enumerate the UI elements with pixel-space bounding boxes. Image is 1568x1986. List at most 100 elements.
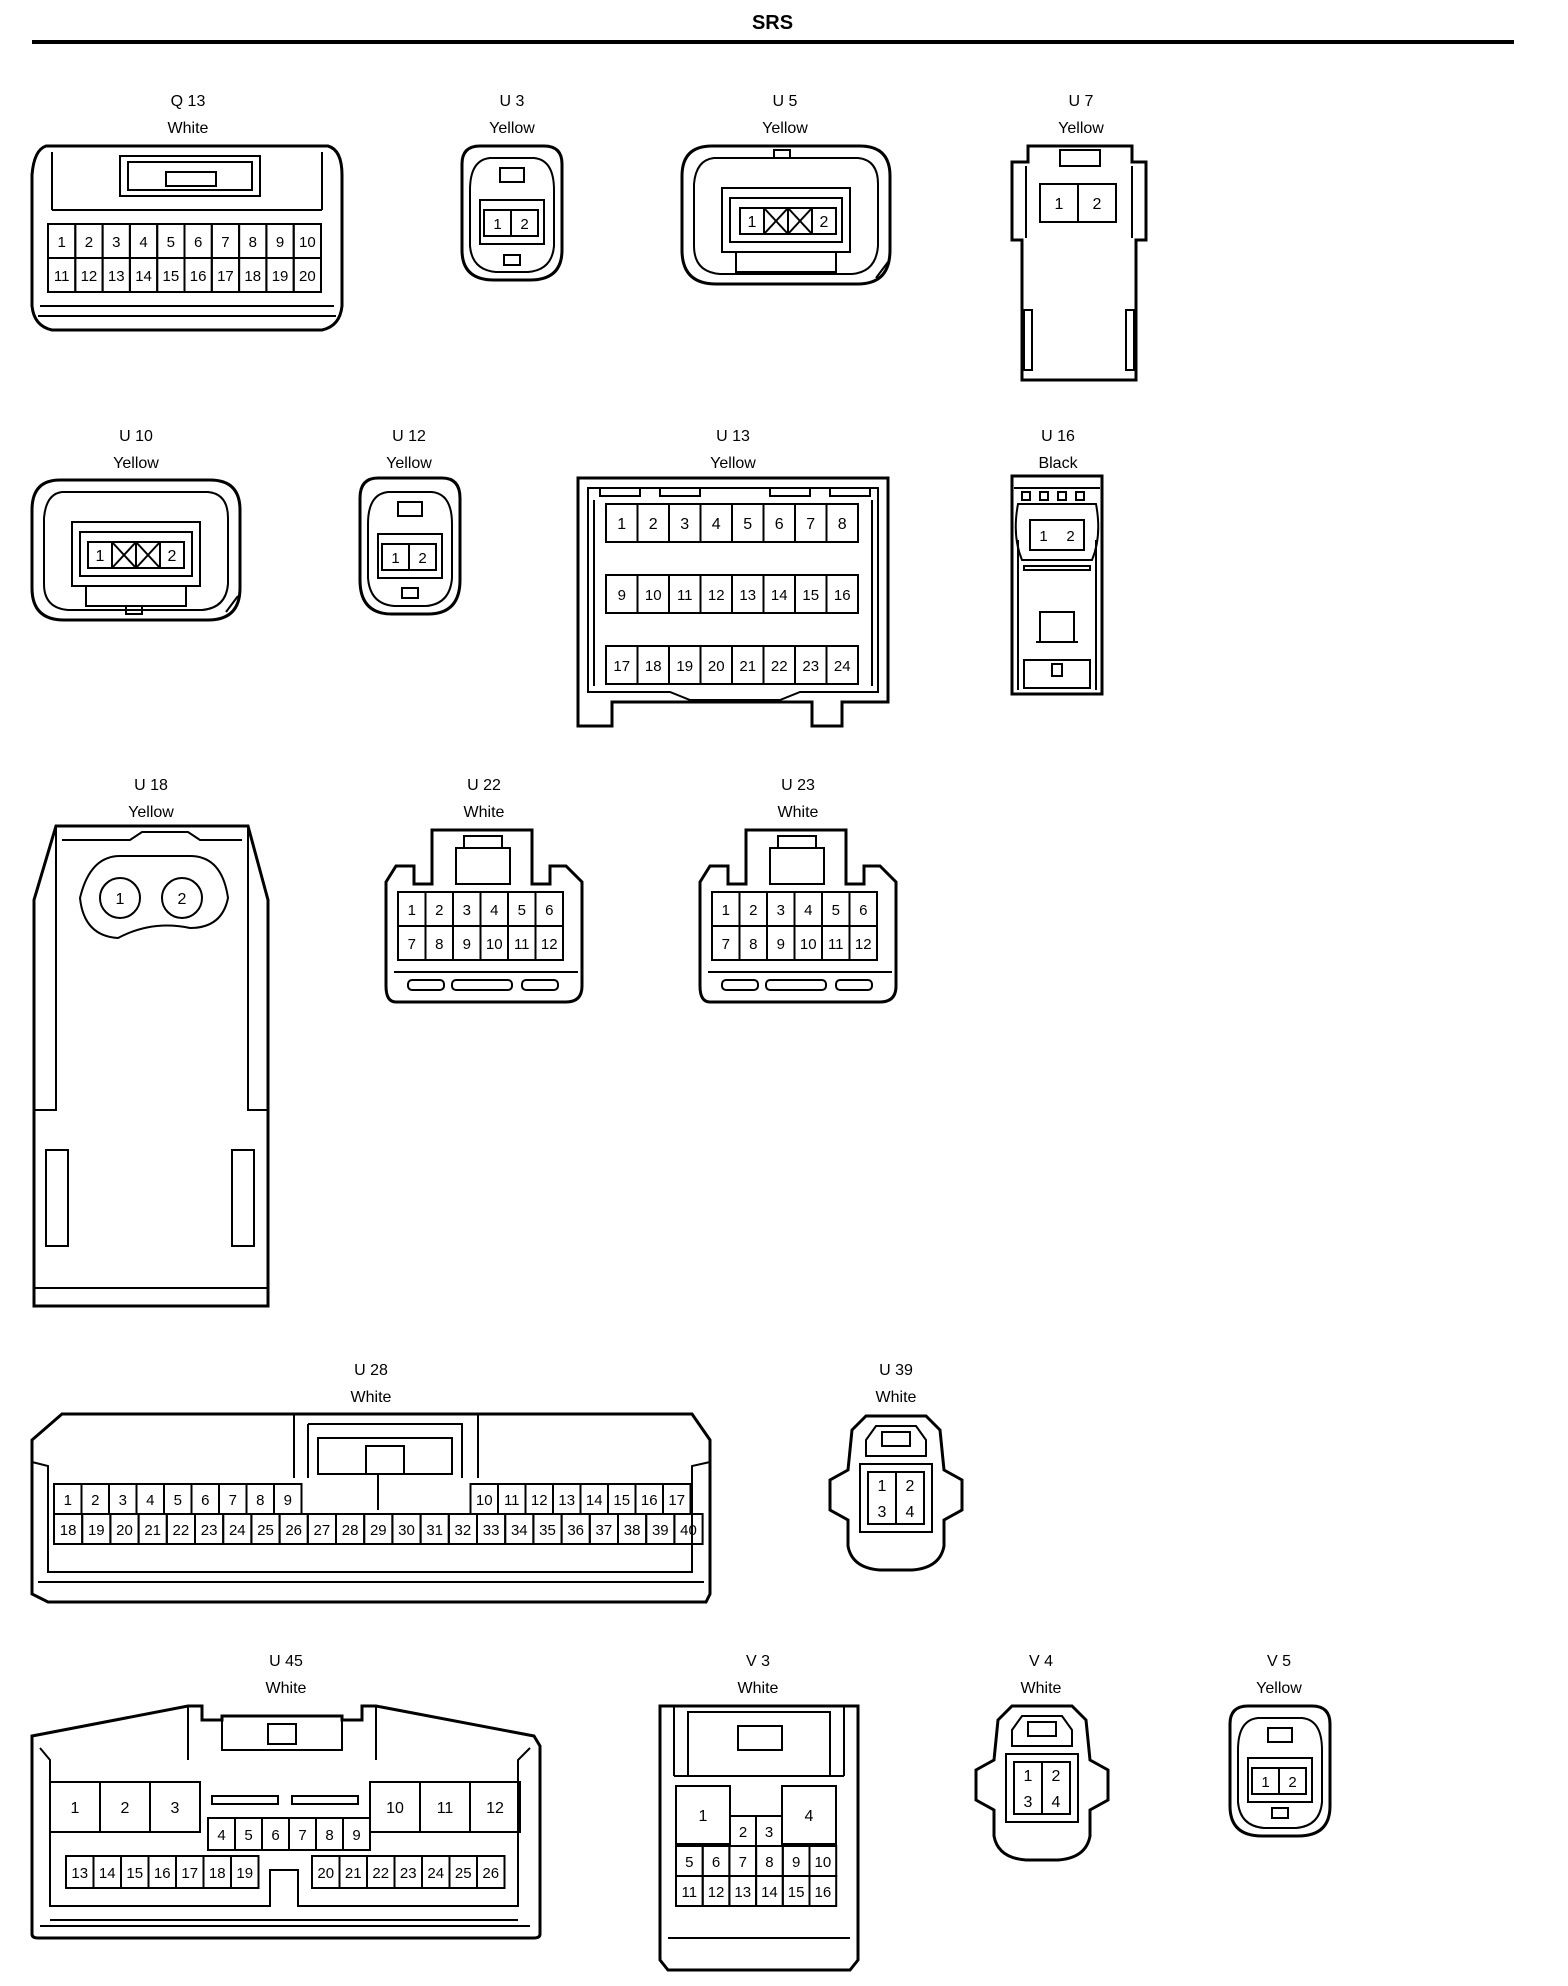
blank-cavity [112,542,136,568]
pin-number: 1 [1024,1768,1033,1785]
pin-number: 2 [178,891,187,908]
pin-cell [294,258,321,292]
pin-number: 19 [88,1522,105,1539]
connector-id: U 7 [1068,93,1094,110]
connector-id: U 13 [716,428,750,445]
connector-color: White [875,1389,917,1406]
pin-number: 11 [682,1884,698,1901]
connector-id: Q 13 [170,93,206,110]
pin-number: 3 [171,1800,180,1817]
pin-number: 15 [802,587,819,604]
pin-number: 10 [299,234,316,251]
pin-cell [827,504,859,542]
pin-number: 26 [482,1865,499,1882]
pin-number: 19 [676,658,693,675]
pin-number: 40 [680,1522,697,1539]
pin-cell [536,926,564,960]
connector-id: U 5 [772,93,798,110]
pin-number: 4 [804,902,812,919]
pin-number: 20 [116,1522,133,1539]
pin-number: 10 [476,1492,493,1509]
pin-number: 31 [426,1522,443,1539]
pin-number: 15 [126,1865,143,1882]
pin-number: 15 [788,1884,805,1901]
pin-number: 4 [139,234,147,251]
pin-number: 8 [838,516,847,533]
pin-number: 29 [370,1522,387,1539]
blank-cavity [764,208,788,234]
pin-number: 9 [352,1827,360,1844]
pin-number: 36 [567,1522,584,1539]
pin-number: 2 [906,1478,915,1495]
pin-cell [409,544,436,570]
pin-number: 21 [345,1865,362,1882]
pin-number: 1 [64,1492,72,1509]
pin-number: 2 [649,516,658,533]
pin-number: 9 [463,936,471,953]
pin-number: 18 [60,1522,77,1539]
pin-cell [827,646,859,684]
pin-number: 1 [116,891,125,908]
pin-number: 32 [455,1522,472,1539]
pin-number: 20 [708,658,725,675]
pin-number: 5 [174,1492,182,1509]
pin-number: 4 [1052,1794,1061,1811]
pin-number: 3 [119,1492,127,1509]
pin-number: 21 [144,1522,161,1539]
pin-number: 1 [391,550,399,567]
pin-number: 9 [777,936,785,953]
connector-color: Yellow [1058,120,1104,137]
pin-number: 6 [201,1492,209,1509]
pin-circle [162,878,202,918]
pin-number: 7 [722,936,730,953]
pin-number: 1 [617,516,626,533]
connector-id: U 22 [467,777,501,794]
pin-number: 5 [167,234,175,251]
pin-number: 3 [680,516,689,533]
pin-cell [674,1514,702,1544]
pin-cell [160,542,184,568]
pin-number: 6 [545,902,553,919]
pin-number: 8 [249,234,257,251]
pin-number: 15 [613,1492,630,1509]
connector-id: U 18 [134,777,168,794]
connector-color: White [777,804,819,821]
pin-number: 2 [121,1800,130,1817]
connector-id: U 10 [119,428,153,445]
pin-number: 1 [1261,1774,1269,1791]
connector-id: U 39 [879,1362,913,1379]
pin-number: 8 [325,1827,333,1844]
connector-id: U 28 [354,1362,388,1379]
pin-number: 12 [708,587,725,604]
pin-number: 1 [57,234,65,251]
pin-number: 39 [652,1522,669,1539]
pin-number: 7 [229,1492,237,1509]
pin-number: 17 [181,1865,198,1882]
pin-cell [477,1856,505,1888]
pin-number: 10 [645,587,662,604]
pin-number: 1 [748,214,757,231]
connector-color: Yellow [113,455,159,472]
pin-number: 35 [539,1522,556,1539]
pin-number: 2 [168,548,177,565]
pin-number: 4 [712,516,721,533]
pin-number: 18 [244,268,261,285]
pin-number: 2 [1093,196,1102,213]
pin-number: 6 [859,902,867,919]
pin-number: 37 [596,1522,613,1539]
connector-color: White [737,1680,779,1697]
